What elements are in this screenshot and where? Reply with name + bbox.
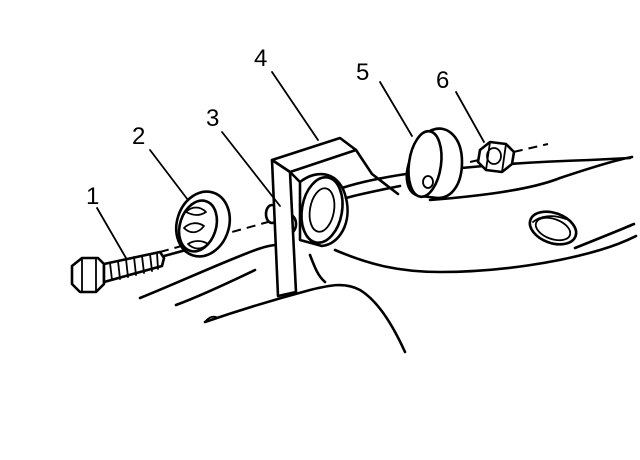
callout-2: 2 xyxy=(132,123,145,150)
frame-slot xyxy=(528,210,578,246)
bolt xyxy=(70,248,188,294)
callout-1: 1 xyxy=(86,183,99,210)
retainer-outer xyxy=(174,190,232,258)
assembly-axis xyxy=(159,143,549,253)
bracket xyxy=(270,136,402,298)
callout-4: 4 xyxy=(254,45,267,72)
frame-crossmember xyxy=(138,155,638,354)
callout-6: 6 xyxy=(436,67,449,94)
callout-5: 5 xyxy=(356,59,369,86)
retainer-inner xyxy=(405,127,464,200)
leader-lines xyxy=(96,71,485,259)
nut xyxy=(476,140,516,174)
callout-3: 3 xyxy=(206,105,219,132)
